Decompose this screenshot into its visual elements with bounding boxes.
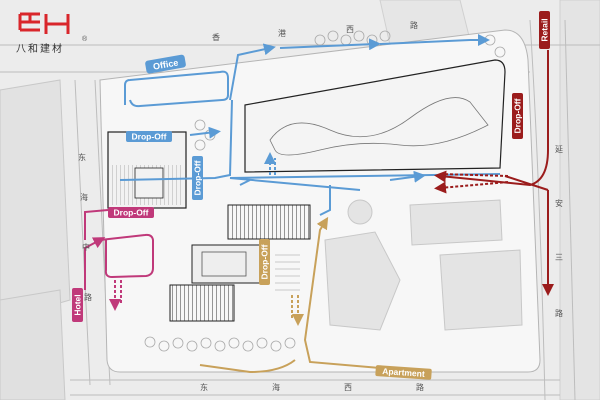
brand-logo-mark xyxy=(18,12,70,34)
svg-text:Drop-Off: Drop-Off xyxy=(193,160,203,195)
hotel-label: Hotel xyxy=(72,288,83,322)
svg-text:Drop-Off: Drop-Off xyxy=(132,132,167,142)
street-west-3: 中 xyxy=(82,242,90,252)
office-route xyxy=(119,34,501,216)
street-west-2: 海 xyxy=(80,192,88,202)
svg-text:Drop-Off: Drop-Off xyxy=(114,208,149,218)
street-south-3: 西 xyxy=(344,383,352,392)
street-east-4: 路 xyxy=(555,308,563,318)
svg-text:Hotel: Hotel xyxy=(73,294,83,315)
brand-name: 八和建材 xyxy=(16,44,64,55)
central-building xyxy=(227,204,311,240)
street-east-2: 安 xyxy=(555,198,563,208)
apartment-context xyxy=(324,199,523,331)
svg-text:Office: Office xyxy=(152,57,179,71)
street-north-2: 港 xyxy=(278,28,286,38)
retail-label: Retail xyxy=(539,11,550,49)
hotel-route xyxy=(84,209,154,311)
parking-area xyxy=(275,254,300,291)
drop-off-label-left: Drop-Off xyxy=(108,207,154,218)
svg-text:Apartment: Apartment xyxy=(382,366,425,379)
drop-off-label-right: Drop-Off xyxy=(512,93,523,139)
street-north-4: 路 xyxy=(410,20,418,30)
hotel-building xyxy=(107,131,187,209)
podium-building xyxy=(191,244,263,284)
brand-logo: 八和建材 ® xyxy=(16,10,88,60)
street-east-3: 三 xyxy=(555,253,563,262)
registered-mark: ® xyxy=(82,36,88,43)
street-west-1: 东 xyxy=(78,152,86,162)
svg-text:Drop-Off: Drop-Off xyxy=(260,244,270,279)
drop-off-label-vertical: Drop-Off xyxy=(192,156,203,200)
street-west-4: 路 xyxy=(84,292,92,302)
drop-off-label-top: Drop-Off xyxy=(126,131,172,142)
retail-route xyxy=(434,50,554,296)
office-tower xyxy=(244,59,506,173)
street-south-2: 海 xyxy=(272,382,280,392)
trees xyxy=(144,30,506,352)
south-building xyxy=(169,284,235,322)
street-north-3: 西 xyxy=(346,25,354,34)
office-label: Office xyxy=(145,54,186,74)
svg-text:Retail: Retail xyxy=(540,18,550,41)
street-south-4: 路 xyxy=(416,382,424,392)
street-east-1: 延 xyxy=(555,144,563,154)
street-north-1: 香 xyxy=(212,32,220,42)
drop-off-label-bottom: Drop-Off xyxy=(259,239,270,285)
street-south-1: 东 xyxy=(200,382,208,392)
apartment-label: Apartment xyxy=(375,365,432,380)
svg-text:Drop-Off: Drop-Off xyxy=(513,98,523,133)
